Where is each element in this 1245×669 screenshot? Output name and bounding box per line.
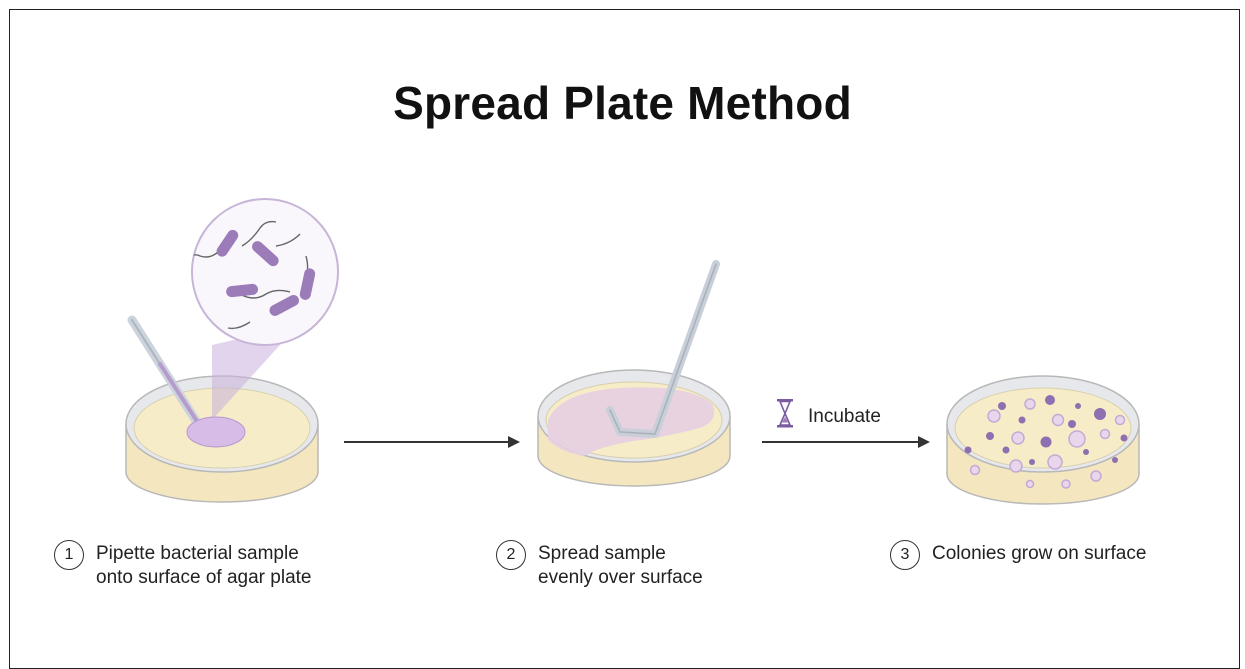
step-1-caption: 1 Pipette bacterial sample onto surface …: [54, 542, 311, 590]
agar-plate-2: [538, 370, 730, 486]
magnified-bacteria-view: [188, 199, 338, 345]
step-3-text: Colonies grow on surface: [932, 542, 1146, 566]
step-2-text: Spread sample evenly over surface: [538, 542, 703, 590]
bacterial-sample-drop: [187, 417, 245, 447]
step-2-caption: 2 Spread sample evenly over surface: [496, 542, 703, 590]
step-2-line-2: evenly over surface: [538, 566, 703, 590]
step-1-line-2: onto surface of agar plate: [96, 566, 311, 590]
arrow-2: [762, 436, 930, 448]
step-1-line-1: Pipette bacterial sample: [96, 542, 311, 566]
step-3-number-badge: 3: [890, 540, 920, 570]
step-3-line-1: Colonies grow on surface: [932, 542, 1146, 566]
step-2-number-badge: 2: [496, 540, 526, 570]
arrow-1: [344, 436, 520, 448]
hourglass-icon: [777, 399, 793, 428]
step-2-line-1: Spread sample: [538, 542, 703, 566]
step-1-text: Pipette bacterial sample onto surface of…: [96, 542, 311, 590]
step-3-caption: 3 Colonies grow on surface: [890, 542, 1146, 570]
step-1-number-badge: 1: [54, 540, 84, 570]
incubate-label: Incubate: [808, 406, 881, 428]
